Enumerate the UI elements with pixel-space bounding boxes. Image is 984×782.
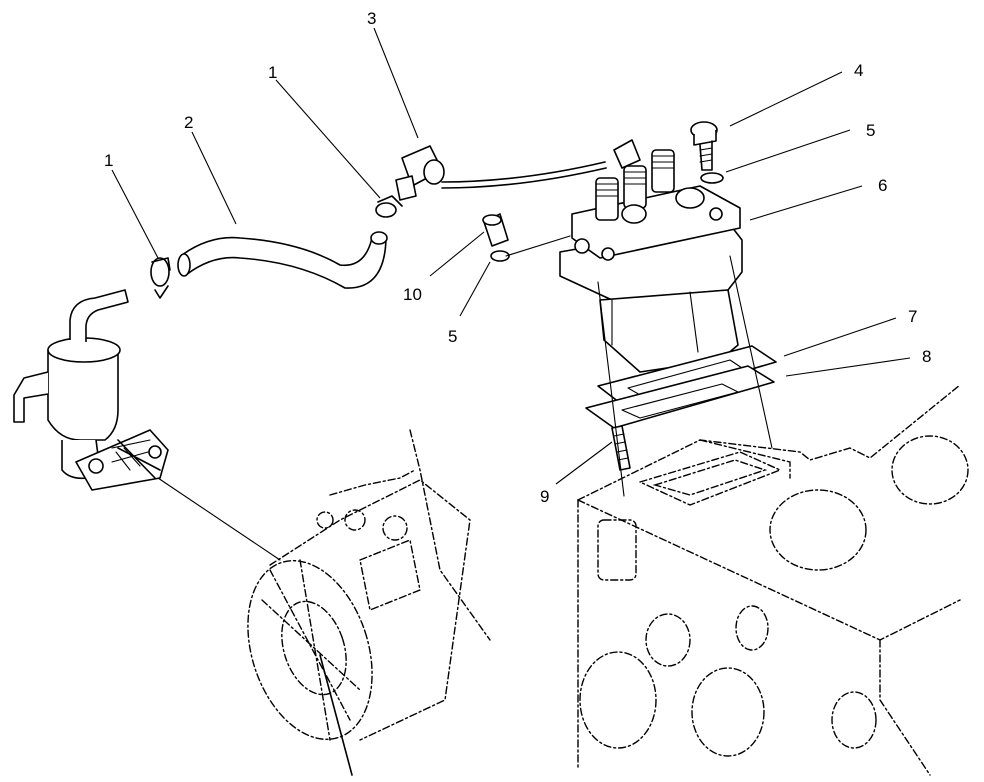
washer-top [700,172,724,184]
callout-5-top: 5 [866,121,875,140]
hose-clamp-left [150,257,171,299]
callout-7: 7 [908,307,917,326]
stud [611,425,631,471]
bolt [690,121,718,171]
gasket-lower [585,365,775,429]
callout-6: 6 [878,176,887,195]
callout-4: 4 [854,61,863,80]
leader-lines [111,27,911,485]
assembly-line [505,235,571,257]
callout-1-left: 1 [104,151,113,170]
callout-2: 2 [184,113,193,132]
washer-lower [490,250,510,262]
callouts: 1 1 2 3 4 5 5 6 7 8 9 10 [104,9,931,506]
alignment-lines [157,255,773,561]
callout-10: 10 [403,285,422,304]
hose-clamp-right [375,195,403,218]
injection-pump [559,139,743,373]
callout-8: 8 [922,347,931,366]
cap-nut [482,213,509,247]
fuel-hose [177,231,388,289]
callout-3: 3 [367,9,376,28]
banjo-fitting [395,145,607,201]
callout-1-right: 1 [268,63,277,82]
gear-housing [247,429,491,776]
callout-9: 9 [540,487,549,506]
engine-block [577,384,969,776]
callout-5-bottom: 5 [448,327,457,346]
fuel-filter [13,289,169,491]
